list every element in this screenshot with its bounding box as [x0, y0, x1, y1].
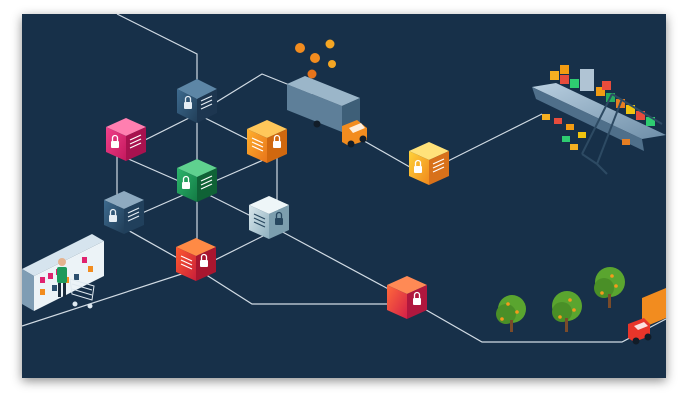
padlock-icon	[200, 253, 208, 267]
truck-icon	[628, 288, 666, 345]
padlock-icon	[414, 159, 422, 173]
truck-icon	[287, 76, 367, 148]
document-icon	[129, 134, 142, 149]
document-icon	[127, 207, 140, 222]
cube-steel	[104, 191, 144, 234]
crane-icon	[581, 93, 663, 175]
cube-pink	[106, 118, 146, 161]
cube-green	[177, 159, 217, 202]
padlock-icon	[273, 134, 281, 148]
shopper-icon	[57, 258, 67, 297]
padlock-icon	[275, 211, 283, 225]
tree-icon	[594, 267, 625, 308]
padlock-icon	[413, 291, 421, 305]
cube-red	[176, 238, 216, 281]
document-icon	[200, 175, 213, 190]
supply-chain-illustration	[22, 14, 666, 345]
document-icon	[432, 158, 445, 173]
tree-icon	[496, 295, 526, 332]
cube-navy-top	[177, 79, 217, 123]
coin-icon	[295, 39, 336, 79]
cube-light	[249, 196, 289, 239]
padlock-icon	[184, 95, 192, 109]
document-icon	[253, 213, 266, 228]
document-icon	[251, 137, 264, 152]
container-stack	[542, 114, 630, 150]
cargo-ship-icon	[532, 65, 666, 151]
shopping-cart-icon	[69, 278, 95, 309]
padlock-icon	[109, 208, 117, 222]
document-icon	[180, 255, 193, 270]
illustration-frame	[22, 14, 666, 378]
tree-icon	[552, 291, 582, 332]
padlock-icon	[182, 175, 190, 189]
cube-yellow	[409, 142, 449, 185]
cube-orange	[247, 120, 287, 163]
cube-red-lower	[387, 276, 427, 319]
padlock-icon	[111, 134, 119, 148]
document-icon	[200, 95, 213, 110]
